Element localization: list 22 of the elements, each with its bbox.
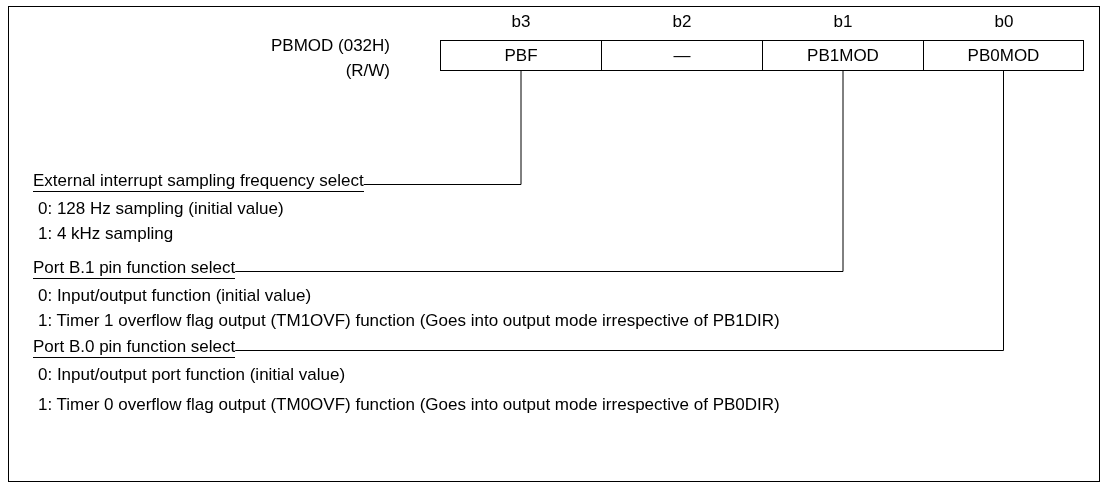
bit-label: b3 [511, 12, 531, 32]
option-text: 1: 4 kHz sampling [38, 224, 174, 244]
field-heading: Port B.1 pin function select [33, 258, 236, 279]
option-text: 0: 128 Hz sampling (initial value) [38, 199, 284, 219]
access-label: (R/W) [345, 61, 390, 81]
bit-label: b1 [833, 12, 853, 32]
bit-label: b2 [672, 12, 692, 32]
bit-label: b0 [994, 12, 1014, 32]
register-bit-cell: PB1MOD [762, 40, 924, 71]
option-text: 0: Input/output port function (initial value) [38, 365, 346, 385]
option-text: 1: Timer 1 overflow flag output (TM1OVF) function (Goes into output mode irrespective of PB1DIR) [38, 311, 780, 331]
register-bit-cell: — [601, 40, 763, 71]
leader-line [234, 70, 1004, 351]
register-name: PBMOD (032H) [270, 36, 390, 56]
register-bit-cell: PBF [440, 40, 602, 71]
field-heading: External interrupt sampling frequency select [33, 171, 364, 192]
register-bit-cell: PB0MOD [923, 40, 1084, 71]
leader-line [363, 70, 522, 185]
leader-line [234, 70, 844, 272]
field-heading: Port B.0 pin function select [33, 337, 236, 358]
option-text: 1: Timer 0 overflow flag output (TM0OVF) function (Goes into output mode irrespective of PB0DIR) [38, 395, 780, 415]
option-text: 0: Input/output function (initial value) [38, 286, 312, 306]
